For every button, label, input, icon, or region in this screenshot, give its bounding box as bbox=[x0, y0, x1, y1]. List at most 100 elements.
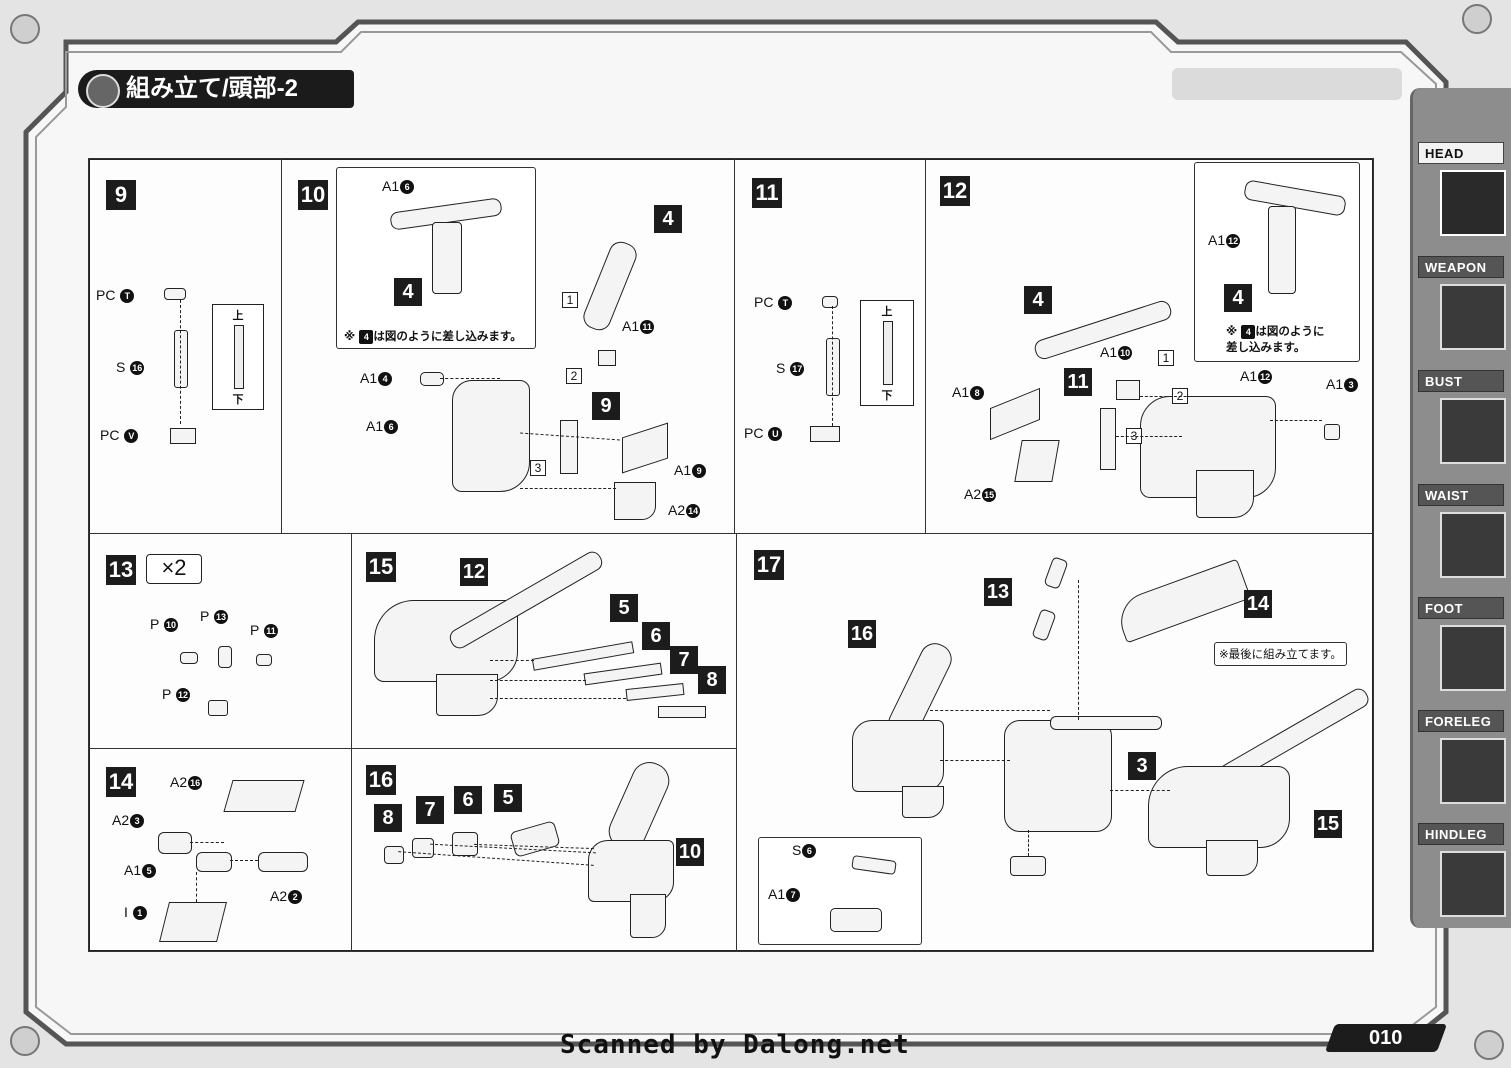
step-17-part-14-number: 14 bbox=[1244, 590, 1272, 618]
step-17-guide-c bbox=[1110, 790, 1170, 791]
step-11-s17-label: S 17 bbox=[776, 360, 805, 377]
step-12-guide-a bbox=[1140, 396, 1206, 397]
head-thumbnail-icon bbox=[1440, 170, 1506, 236]
step-10-plate-a2-14 bbox=[614, 482, 656, 520]
tab-foot[interactable]: FOOT bbox=[1418, 597, 1508, 693]
step-10-peg-part bbox=[420, 372, 444, 386]
step-14-part-a2-2 bbox=[258, 852, 308, 872]
tab-foot-label: FOOT bbox=[1418, 597, 1504, 619]
scan-credit: Scanned by Dalong.net bbox=[560, 1030, 910, 1060]
step-17-left-jaw bbox=[902, 786, 944, 818]
step-11-guide-line bbox=[832, 306, 833, 426]
bust-thumbnail-icon bbox=[1440, 398, 1506, 464]
step-9-orientation-guide: 上 下 bbox=[212, 304, 264, 410]
step-16-head-assembly bbox=[588, 840, 674, 902]
step-15-bar-8 bbox=[658, 706, 706, 718]
step-13-number: 13 bbox=[106, 555, 136, 585]
step-10-part-9 bbox=[560, 420, 578, 474]
step-16-part-10-number: 10 bbox=[676, 838, 704, 866]
step-13-arm-left bbox=[180, 652, 198, 664]
tab-weapon[interactable]: WEAPON bbox=[1418, 256, 1508, 352]
step-12-order-1: 1 bbox=[1158, 350, 1174, 366]
foreleg-thumbnail-icon bbox=[1440, 738, 1506, 804]
step-14-guide-a bbox=[190, 842, 224, 843]
step-12-part-11 bbox=[1100, 408, 1116, 470]
step-13-p12-label: P 12 bbox=[162, 686, 190, 703]
gear-icon bbox=[86, 74, 120, 108]
step-14-number: 14 bbox=[106, 767, 136, 797]
step-9-pc-v-label: PC V bbox=[100, 427, 139, 444]
step-13-p13-label: P 13 bbox=[200, 608, 228, 625]
step-16-part-6-number: 6 bbox=[454, 786, 482, 814]
step-17-right-jaw bbox=[1206, 840, 1258, 876]
page-number: 010 bbox=[1324, 1024, 1448, 1052]
step-17-part-15-number: 15 bbox=[1314, 810, 1342, 838]
tab-bust[interactable]: BUST bbox=[1418, 370, 1508, 466]
step-11-cap-part bbox=[822, 296, 838, 308]
step-17-number: 17 bbox=[754, 550, 784, 580]
step-17-cockpit-a1-7 bbox=[830, 908, 882, 932]
step-11-shaft-part bbox=[826, 338, 840, 396]
step-10-inset-part-4 bbox=[432, 222, 462, 294]
step-15-part-8-number: 8 bbox=[698, 666, 726, 694]
tab-foreleg-label: FORELEG bbox=[1418, 710, 1504, 732]
step-10-head-part bbox=[452, 380, 530, 492]
foot-thumbnail-icon bbox=[1440, 625, 1506, 691]
step-12-inset-part-4 bbox=[1268, 206, 1296, 294]
step-10-order-3: 3 bbox=[530, 460, 546, 476]
step-17-note: ※最後に組み立てます。 bbox=[1214, 642, 1347, 666]
step-12-peg-a1-3 bbox=[1324, 424, 1340, 440]
step-16-block-6 bbox=[452, 832, 478, 856]
step-12-guide-c bbox=[1270, 420, 1322, 421]
tab-head[interactable]: HEAD bbox=[1418, 142, 1508, 238]
corner-bolt-top-right bbox=[1462, 4, 1492, 34]
step-15-guide-c bbox=[490, 698, 626, 699]
tab-hindleg-label: HINDLEG bbox=[1418, 823, 1504, 845]
step-11-pc-t-label: PC T bbox=[754, 294, 793, 311]
step-16-part-7-number: 7 bbox=[416, 796, 444, 824]
weapon-thumbnail-icon bbox=[1440, 284, 1506, 350]
step-9-cap-part bbox=[164, 288, 186, 300]
step-17-panel bbox=[736, 533, 1374, 952]
step-17-guide-b bbox=[940, 760, 1010, 761]
step-11-number: 11 bbox=[752, 178, 782, 208]
step-15-jaw-assembly bbox=[436, 674, 498, 716]
step-10-order-1: 1 bbox=[562, 292, 578, 308]
step-10-part-9-number: 9 bbox=[592, 392, 620, 420]
step-10-number: 10 bbox=[298, 180, 328, 210]
show-through-header bbox=[1172, 68, 1402, 100]
step-10-order-2: 2 bbox=[566, 368, 582, 384]
step-10-guide-a bbox=[440, 378, 500, 379]
tab-waist[interactable]: WAIST bbox=[1418, 484, 1508, 580]
step-17-part-3-number: 3 bbox=[1128, 752, 1156, 780]
step-10-part-4-number: 4 bbox=[654, 205, 682, 233]
step-12-clip-a1-10 bbox=[1116, 380, 1140, 400]
step-10-inset-part-4-number: 4 bbox=[394, 278, 422, 306]
step-15-part-7-number: 7 bbox=[670, 646, 698, 674]
tab-hindleg[interactable]: HINDLEG bbox=[1418, 823, 1508, 919]
tab-foreleg[interactable]: FORELEG bbox=[1418, 710, 1508, 806]
step-9-pc-t-label: PC T bbox=[96, 287, 135, 304]
step-12-inset-part-4-number: 4 bbox=[1224, 284, 1252, 312]
title-banner bbox=[78, 70, 354, 108]
tab-bust-label: BUST bbox=[1418, 370, 1504, 392]
step-11-pc-u-label: PC U bbox=[744, 425, 783, 442]
step-15-part-12-number: 12 bbox=[460, 558, 488, 586]
step-12-number: 12 bbox=[940, 176, 970, 206]
step-12-guide-b bbox=[1116, 436, 1182, 437]
step-17-guide-e bbox=[1028, 830, 1029, 856]
